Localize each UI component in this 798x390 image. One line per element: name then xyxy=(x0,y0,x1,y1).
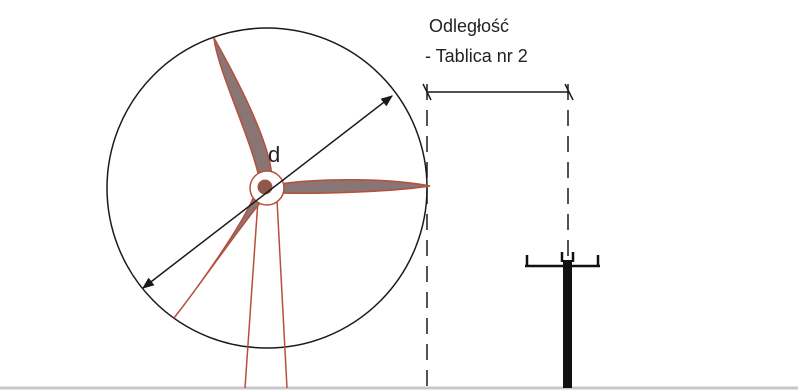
distance-subtitle: - Tablica nr 2 xyxy=(425,46,528,66)
turbine-hub-inner xyxy=(257,179,273,195)
diameter-arrow xyxy=(142,95,393,289)
blade-right xyxy=(279,178,431,194)
distance-dimension xyxy=(422,83,574,101)
turbine-blades xyxy=(173,37,431,319)
turbine-tower xyxy=(244,199,288,389)
blade-up xyxy=(213,37,273,183)
distance-title: Odległość xyxy=(429,16,509,36)
power-line-pole xyxy=(525,252,600,388)
diameter-label: d xyxy=(268,142,280,167)
